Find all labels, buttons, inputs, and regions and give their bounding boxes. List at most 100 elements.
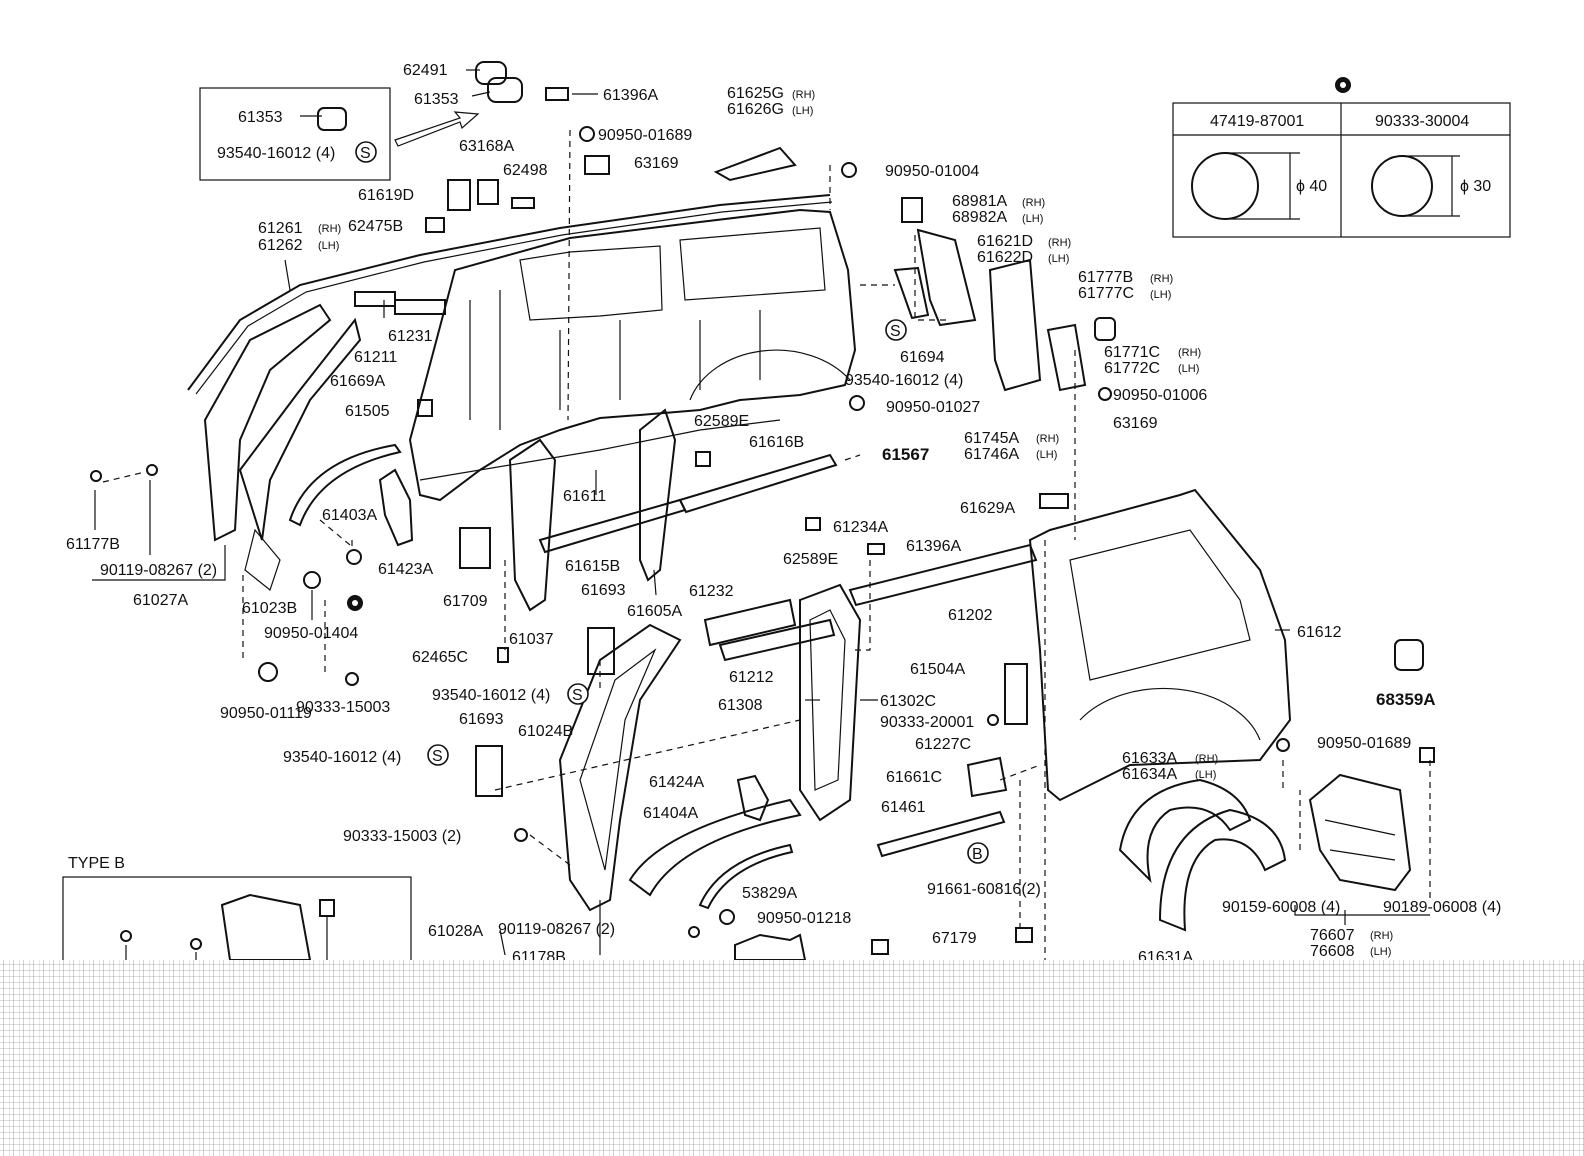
parts-diagram: S S S S B 47419-87001 90333-30004 ϕ 40 ϕ… xyxy=(62,61,1511,960)
label-68981A: 68981A xyxy=(952,193,1007,210)
part-61424A xyxy=(736,774,770,822)
label-90950-01004: 90950-01004 xyxy=(885,163,979,180)
label-61023B: 61023B xyxy=(242,600,297,617)
symbol-s-2: S xyxy=(890,323,901,340)
table-dim-2: ϕ 30 xyxy=(1460,178,1491,195)
table-header-1: 47419-87001 xyxy=(1210,113,1304,130)
label-93540-a: 93540-16012 (4) xyxy=(217,145,335,162)
label-53829A: 53829A xyxy=(742,885,797,902)
label-61212: 61212 xyxy=(729,669,774,686)
label-61629A: 61629A xyxy=(960,500,1015,517)
label-61772C: 61772C xyxy=(1104,360,1160,377)
label-90333-15003-2: 90333-15003 (2) xyxy=(343,828,461,845)
label-rh-68981A: (RH) xyxy=(1022,197,1045,209)
small-parts xyxy=(317,61,1435,943)
arrow-to-part xyxy=(394,111,480,147)
mud-guard-76607 xyxy=(1308,773,1412,892)
label-63169-b: 63169 xyxy=(1113,415,1158,432)
label-lh-61746A: (LH) xyxy=(1036,449,1057,461)
front-pillar-inner xyxy=(203,303,362,592)
label-61202: 61202 xyxy=(948,607,993,624)
label-61028A: 61028A xyxy=(428,923,483,940)
label-61777B: 61777B xyxy=(1078,269,1133,286)
part-61423A xyxy=(378,468,414,547)
label-rh-61777B: (RH) xyxy=(1150,273,1173,285)
lower-side-panel xyxy=(1028,488,1292,802)
label-lh-61622D: (LH) xyxy=(1048,253,1069,265)
label-61227C: 61227C xyxy=(915,736,971,753)
part-labels: 62491 61353 61353 93540-16012 (4) 61396A… xyxy=(66,62,1501,960)
label-61308: 61308 xyxy=(718,697,763,714)
label-61461: 61461 xyxy=(881,799,926,816)
label-61611: 61611 xyxy=(563,488,606,505)
wheel-housing-61631A xyxy=(1158,808,1287,932)
label-rh-76607: (RH) xyxy=(1370,930,1393,942)
label-61622D: 61622D xyxy=(977,249,1033,266)
label-lh-76608: (LH) xyxy=(1370,946,1391,958)
label-90333-15003: 90333-15003 xyxy=(296,699,390,716)
label-61634A: 61634A xyxy=(1122,766,1177,783)
label-61693-b: 61693 xyxy=(459,711,504,728)
sill-61616B xyxy=(678,453,838,514)
label-61505: 61505 xyxy=(345,403,390,420)
label-93540-b: 93540-16012 (4) xyxy=(845,372,963,389)
fastener-circles xyxy=(90,126,1290,925)
label-rh-61745A: (RH) xyxy=(1036,433,1059,445)
label-61234A: 61234A xyxy=(833,519,888,536)
label-lh-68982A: (LH) xyxy=(1022,213,1043,225)
label-61633A: 61633A xyxy=(1122,750,1177,767)
label-61424A: 61424A xyxy=(649,774,704,791)
label-93540-d: 93540-16012 (4) xyxy=(283,749,401,766)
label-90950-01119: 90950-01119 xyxy=(220,705,312,722)
label-61669A: 61669A xyxy=(330,373,385,390)
center-pillar-61037 xyxy=(508,438,557,612)
label-61694: 61694 xyxy=(900,349,945,366)
type-b-title: TYPE B xyxy=(68,855,125,872)
label-62589E-b: 62589E xyxy=(783,551,838,568)
reference-marker-icon xyxy=(347,77,1351,611)
label-61661C: 61661C xyxy=(886,769,942,786)
label-76608: 76608 xyxy=(1310,943,1355,960)
label-90950-01689: 90950-01689 xyxy=(598,127,692,144)
label-90333-20001: 90333-20001 xyxy=(880,714,974,731)
label-61353: 61353 xyxy=(414,91,459,108)
main-side-panel xyxy=(408,208,857,502)
label-61232: 61232 xyxy=(689,583,734,600)
label-62589E-a: 62589E xyxy=(694,413,749,430)
label-67179: 67179 xyxy=(932,930,977,947)
label-lh-61626G: (LH) xyxy=(792,105,813,117)
label-61693-a: 61693 xyxy=(581,582,626,599)
wheel-housing-61633A xyxy=(1118,778,1252,884)
arch-53829A xyxy=(698,843,794,910)
type-b-parts xyxy=(120,893,335,960)
wheel-arch-61403A xyxy=(288,443,402,527)
label-62491: 62491 xyxy=(403,62,448,79)
label-68982A: 68982A xyxy=(952,209,1007,226)
label-rh-61771C: (RH) xyxy=(1178,347,1201,359)
label-rh-61621D: (RH) xyxy=(1048,237,1071,249)
label-61709: 61709 xyxy=(443,593,488,610)
label-90950-01027: 90950-01027 xyxy=(886,399,980,416)
label-61746A: 61746A xyxy=(964,446,1019,463)
label-61631A: 61631A xyxy=(1138,949,1193,960)
label-61567: 61567 xyxy=(882,445,929,464)
rail-61232 xyxy=(703,598,797,647)
label-68359A: 68359A xyxy=(1376,690,1436,709)
label-61626G: 61626G xyxy=(727,101,784,118)
label-61262: 61262 xyxy=(258,237,303,254)
label-61745A: 61745A xyxy=(964,430,1019,447)
label-lh-61772C: (LH) xyxy=(1178,363,1199,375)
label-61027A: 61027A xyxy=(133,592,188,609)
label-61177B: 61177B xyxy=(66,536,120,553)
label-61037: 61037 xyxy=(509,631,554,648)
label-61625G: 61625G xyxy=(727,85,784,102)
rail-61202 xyxy=(848,543,1038,607)
label-63168A: 63168A xyxy=(459,138,514,155)
symbol-s-3: S xyxy=(572,687,583,704)
label-91661: 91661-60816(2) xyxy=(927,881,1041,898)
bottom-partial-parts xyxy=(688,926,889,960)
label-rh-61625G: (RH) xyxy=(792,89,815,101)
label-lh-61634A: (LH) xyxy=(1195,769,1216,781)
label-61504A: 61504A xyxy=(910,661,965,678)
roof-molding-61261 xyxy=(187,194,831,391)
